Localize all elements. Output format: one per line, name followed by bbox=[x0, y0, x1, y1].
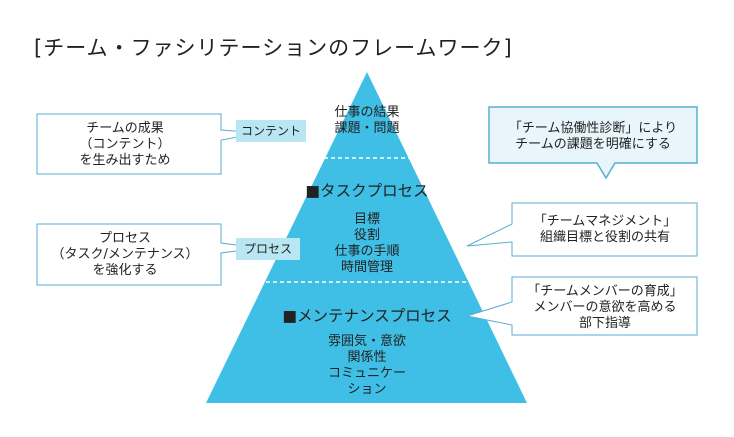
maintenance-item: 関係性 bbox=[347, 350, 387, 365]
callout-line: （コンテント） bbox=[79, 137, 171, 152]
task-process-items: 目標 役割 仕事の手順 時間管理 bbox=[307, 212, 427, 276]
task-item: 仕事の手順 bbox=[334, 244, 400, 259]
task-item: 役割 bbox=[353, 228, 380, 243]
maintenance-item: ション bbox=[347, 382, 387, 397]
maintenance-item: コミュニケー bbox=[327, 366, 406, 381]
callout-line: プロセス bbox=[98, 231, 151, 246]
maintenance-item: 雰囲気・意欲 bbox=[327, 334, 406, 349]
maintenance-process-items: 雰囲気・意欲 関係性 コミュニケー ション bbox=[307, 334, 427, 398]
callout-line: 「チームマネジメント」 bbox=[533, 214, 677, 229]
callout-line: （タスク/メンテナンス） bbox=[51, 247, 199, 262]
callout-line: 部下指導 bbox=[578, 316, 631, 331]
top-line: 仕事の結果 bbox=[334, 105, 400, 120]
callout-line: を強化する bbox=[92, 263, 158, 278]
right-callout-development bbox=[466, 276, 698, 336]
right-callout-management bbox=[466, 202, 698, 257]
callout-line: を生み出すため bbox=[79, 153, 171, 168]
pyramid-top-text: 仕事の結果 課題・問題 bbox=[327, 105, 407, 137]
content-callout-text: チームの成果 （コンテント） を生み出すため bbox=[40, 121, 210, 169]
task-item: 時間管理 bbox=[340, 260, 393, 275]
development-callout-text: 「チームメンバーの育成」 メンバーの意欲を高める 部下指導 bbox=[514, 284, 696, 332]
callout-line: 「チームメンバーの育成」 bbox=[527, 284, 683, 299]
management-callout-text: 「チームマネジメント」 組織目標と役割の共有 bbox=[514, 214, 696, 246]
process-callout-text: プロセス （タスク/メンテナンス） を強化する bbox=[40, 231, 210, 279]
top-line: 課題・問題 bbox=[334, 121, 400, 136]
callout-line: チームの課題を明確にする bbox=[515, 137, 671, 152]
callout-line: メンバーの意欲を高める bbox=[533, 300, 677, 315]
task-item: 目標 bbox=[353, 212, 380, 227]
callout-line: 「チーム協働性診断」により bbox=[508, 121, 678, 136]
process-tag: プロセス bbox=[236, 238, 300, 260]
task-process-heading: ■タスクプロセス bbox=[305, 182, 429, 200]
diagnosis-callout-text: 「チーム協働性診断」により チームの課題を明確にする bbox=[491, 121, 695, 153]
content-tag: コンテント bbox=[236, 120, 306, 142]
right-callout-diagnosis bbox=[488, 106, 698, 180]
maintenance-process-heading: ■メンテナンスプロセス bbox=[282, 307, 452, 325]
callout-line: チームの成果 bbox=[86, 121, 164, 136]
pyramid-shape bbox=[206, 72, 527, 403]
callout-line: 組織目標と役割の共有 bbox=[539, 230, 670, 245]
diagram-title: [チーム・ファシリテーションのフレームワーク] bbox=[34, 36, 513, 60]
